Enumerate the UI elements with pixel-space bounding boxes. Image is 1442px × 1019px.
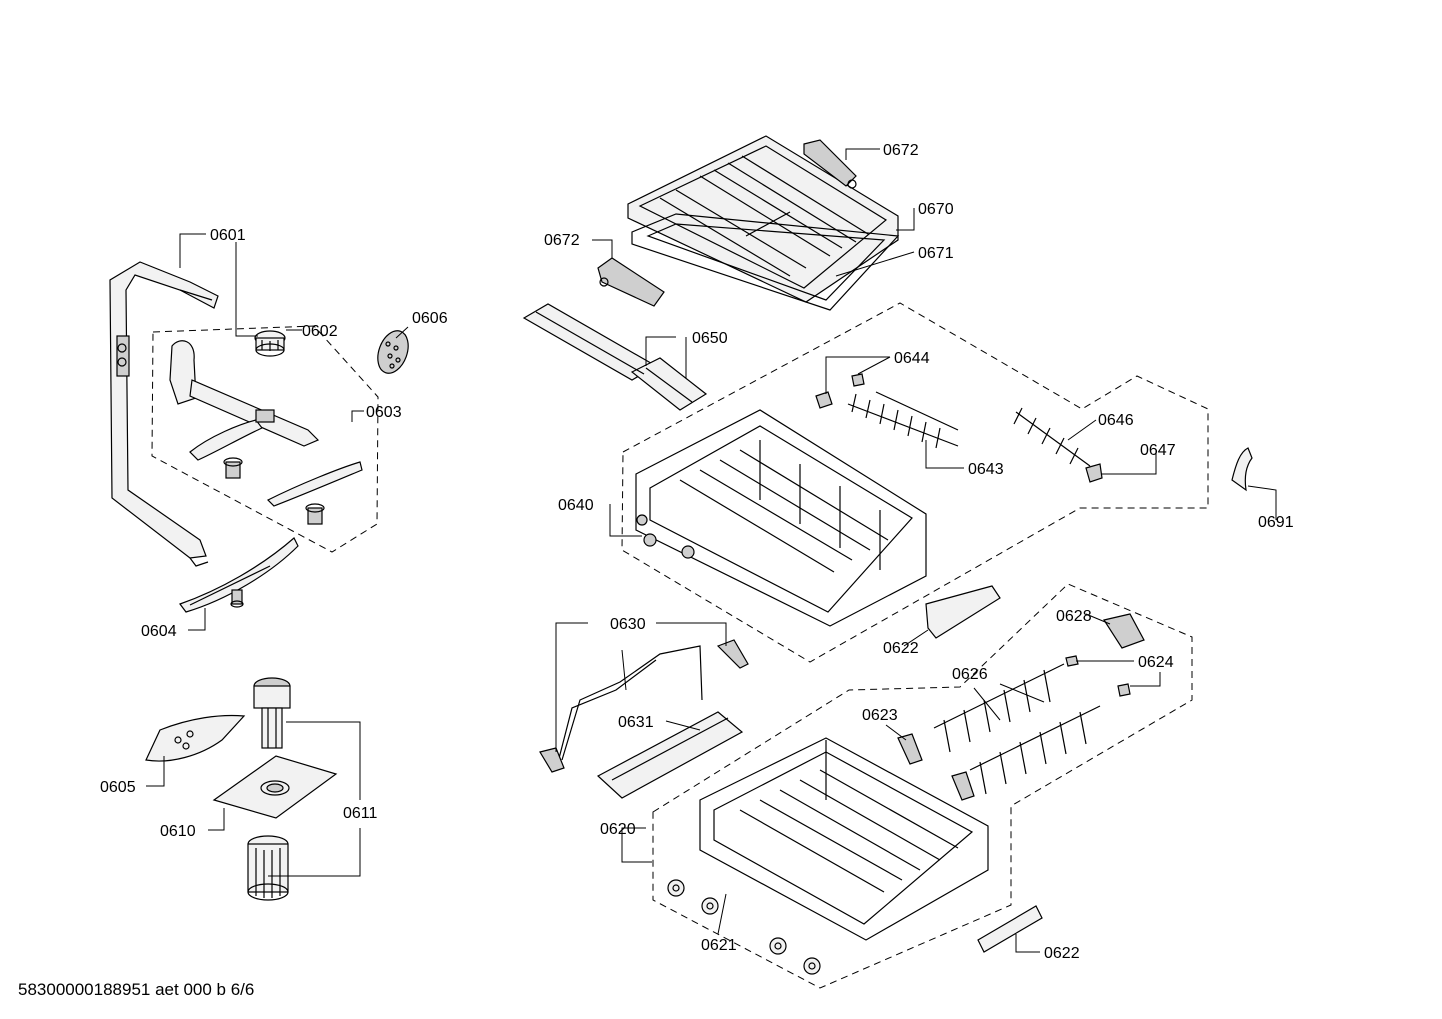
nut-sketch [254,330,286,357]
upper-basket-group-boundary [621,302,1209,663]
rail-insert-sketch [596,711,744,799]
label-0643: 0643 [968,461,1004,478]
leader-lines [146,148,1277,953]
flat-filter-sketch [212,755,338,819]
label-0672-left: 0672 [544,232,580,249]
label-0602: 0602 [302,323,338,340]
lever-sketch [1231,447,1253,492]
fine-filter-sketch [247,677,291,901]
label-0611: 0611 [343,805,378,822]
wire-frame-sketch [539,639,749,773]
supply-pipe-sketch [109,261,219,567]
label-0630: 0630 [610,616,646,633]
small-clip-sketch [1065,655,1131,697]
label-0623: 0623 [862,707,898,724]
folding-tine-rack-upper-sketch [847,391,959,449]
document-code: 58300000188951 aet 000 b 6/6 [18,980,255,999]
cup-shelf-sketch [522,303,708,411]
label-0671: 0671 [918,245,954,262]
tray-rail-lower-sketch [597,257,665,307]
label-0647: 0647 [1140,442,1176,459]
part-number-labels: 0601 0602 0603 0604 0605 0606 0610 0611 … [100,142,1294,962]
basket-wheels-sketch [667,879,821,975]
cover-plate-sketch [145,714,246,762]
lower-spray-arm-sketch [179,537,299,613]
label-0624: 0624 [1138,654,1174,671]
tray-rail-upper-sketch [803,139,857,189]
label-0691: 0691 [1258,514,1294,531]
label-0644: 0644 [894,350,930,367]
clip-sketch [815,373,865,409]
label-0631: 0631 [618,714,654,731]
label-0650: 0650 [692,330,728,347]
filter-disc-sketch [377,330,409,374]
label-0646: 0646 [1098,412,1134,429]
rack-holder-sketch [1085,463,1103,483]
cup-rack-side-sketch [1013,407,1091,467]
label-0628: 0628 [1056,608,1092,625]
label-0605: 0605 [100,779,136,796]
basket-handle-lower-sketch [977,905,1043,953]
label-0626: 0626 [952,666,988,683]
tray-frame-sketch [631,213,900,311]
label-0610: 0610 [160,823,196,840]
tine-holder-sketch [897,733,975,801]
spray-arm-group-boundary [151,325,379,553]
label-0601: 0601 [210,227,246,244]
upper-spray-arm-sketch [169,340,363,525]
label-0621: 0621 [701,937,737,954]
label-0603: 0603 [366,404,402,421]
lower-basket-sketch [699,737,989,941]
label-0604: 0604 [141,623,177,640]
label-0622-upper: 0622 [883,640,919,657]
cutlery-tray-sketch [627,135,899,303]
label-0670: 0670 [918,201,954,218]
label-0672-top: 0672 [883,142,919,159]
lower-basket-group-boundary [652,583,1193,989]
bracket-sketch [1103,613,1145,649]
label-0622-lower: 0622 [1044,945,1080,962]
label-0640: 0640 [558,497,594,514]
basket-handle-upper-sketch [925,585,1001,639]
upper-basket-sketch [635,409,927,627]
folding-tine-rack-lower-sketch [933,663,1101,795]
label-0606: 0606 [412,310,448,327]
label-0620: 0620 [600,821,636,838]
